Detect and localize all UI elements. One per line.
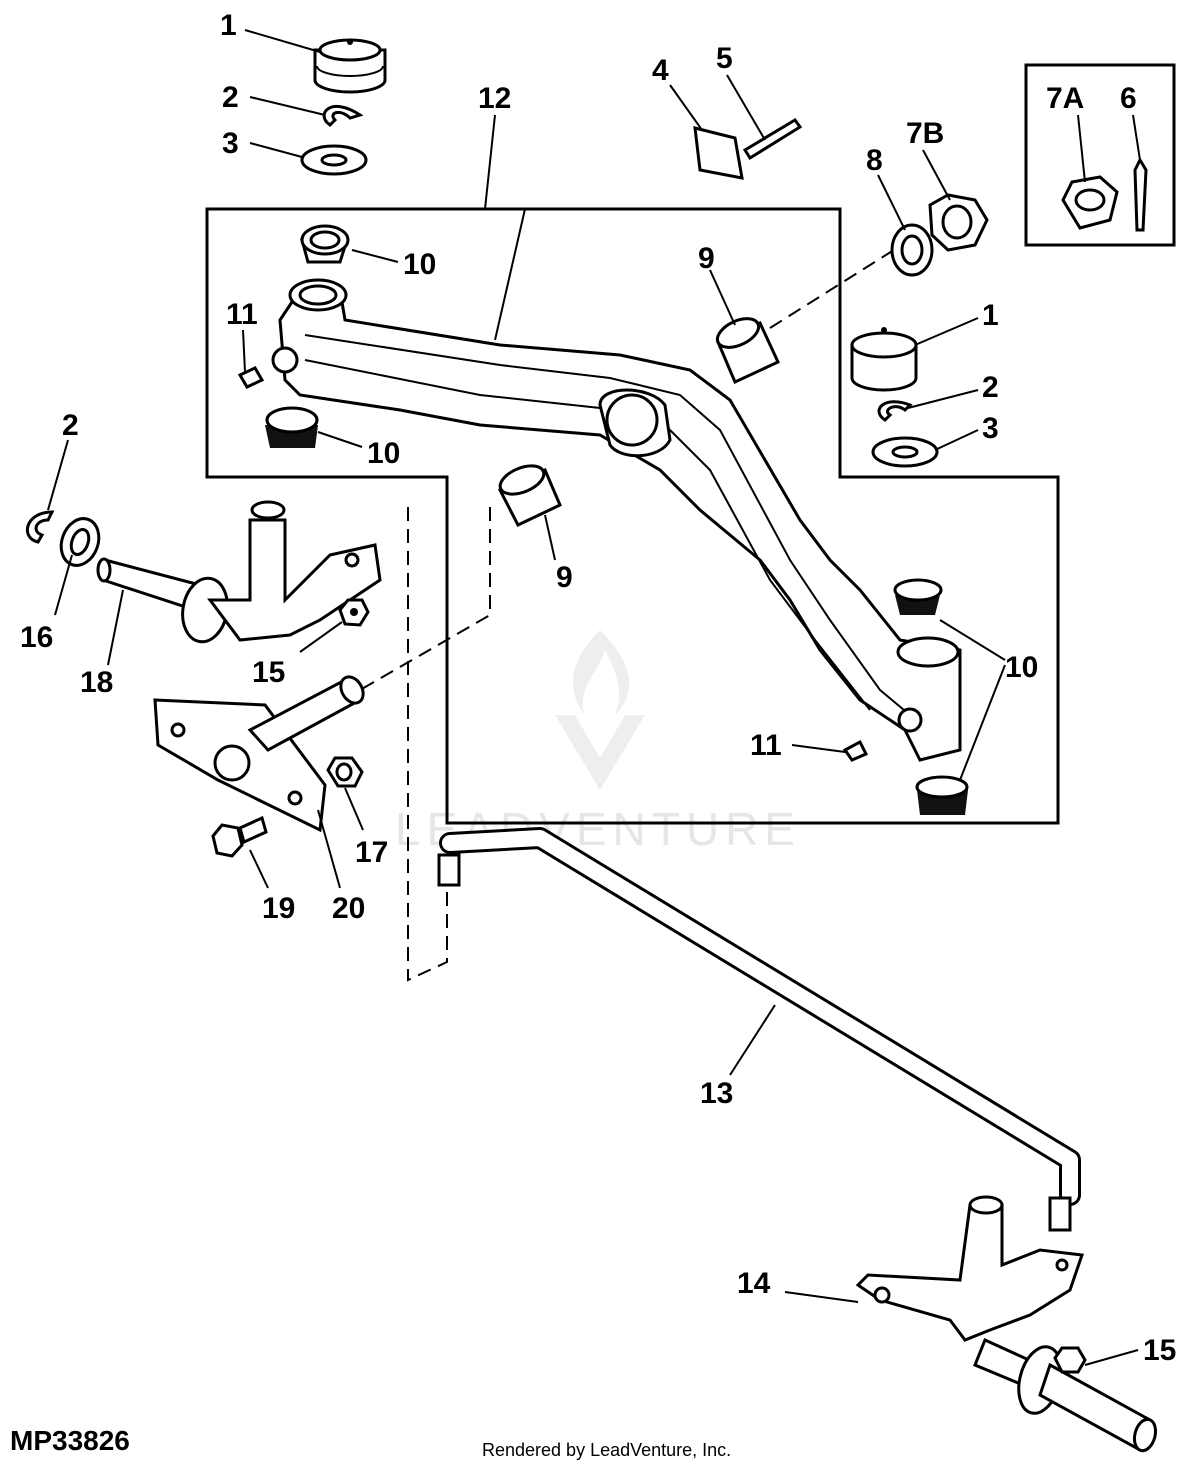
part-grease-fitting-left xyxy=(237,366,265,389)
part-nut-right xyxy=(1053,1346,1087,1374)
callout-11-left: 11 xyxy=(226,298,258,331)
part-bushing-right-bottom xyxy=(915,775,969,815)
watermark-v-icon xyxy=(555,715,645,790)
part-cotter-pin xyxy=(1133,156,1148,232)
callout-3-right: 3 xyxy=(982,412,999,445)
callout-14: 14 xyxy=(737,1267,771,1300)
part-nut-17 xyxy=(326,756,364,788)
callout-13: 13 xyxy=(700,1077,733,1110)
leader-lines xyxy=(47,29,1141,1366)
callout-labels: 1 2 3 4 5 12 7A 6 7B 8 10 9 11 1 2 3 10 … xyxy=(20,9,1176,1367)
part-e-clip-left xyxy=(26,510,55,544)
callout-11-right: 11 xyxy=(750,729,782,762)
part-sleeve-right xyxy=(715,317,780,385)
part-castle-nut xyxy=(1061,175,1119,230)
callout-17: 17 xyxy=(355,836,388,869)
part-washer-top xyxy=(300,144,368,176)
dashed-lines xyxy=(359,242,906,982)
part-bushing-top-left xyxy=(300,224,350,264)
callout-7a: 7A xyxy=(1046,82,1084,115)
callout-4: 4 xyxy=(652,54,669,87)
part-cap-top xyxy=(313,38,387,94)
part-nut-left xyxy=(338,598,370,627)
part-spindle-right xyxy=(855,1195,1158,1453)
part-bushing-right-top xyxy=(893,578,943,615)
callout-2-right: 2 xyxy=(982,371,999,404)
part-grease-fitting-right xyxy=(842,739,869,762)
callout-18: 18 xyxy=(80,666,113,699)
footer-credit: Rendered by LeadVenture, Inc. xyxy=(482,1440,731,1460)
part-washer-left xyxy=(59,517,101,567)
part-washer-right xyxy=(871,436,939,468)
callout-9-right: 9 xyxy=(698,242,715,275)
part-e-clip-top xyxy=(322,104,364,127)
part-spindle-left xyxy=(96,500,382,644)
callout-1-right: 1 xyxy=(982,299,999,332)
callout-2-top: 2 xyxy=(222,81,239,114)
callout-16: 16 xyxy=(20,621,53,654)
callout-10-mid: 10 xyxy=(367,437,400,470)
part-bushing-bottom-left xyxy=(265,406,319,448)
part-washer-8 xyxy=(890,223,934,277)
callout-12: 12 xyxy=(478,82,511,115)
diagram-id: MP33826 xyxy=(10,1425,130,1456)
callout-1-top: 1 xyxy=(220,9,237,42)
callout-5: 5 xyxy=(716,42,733,75)
callout-10-top: 10 xyxy=(403,248,436,281)
callout-2-left: 2 xyxy=(62,409,79,442)
callout-3-top: 3 xyxy=(222,127,239,160)
callout-20: 20 xyxy=(332,892,365,925)
part-pin-top xyxy=(742,118,803,161)
part-tie-rod xyxy=(437,827,1081,1232)
part-pivot-plate xyxy=(153,675,365,833)
part-cap-right xyxy=(850,327,918,392)
callout-10-right: 10 xyxy=(1005,651,1038,684)
part-axle-beam xyxy=(271,278,962,762)
assembly-frame xyxy=(205,207,1060,825)
callout-19: 19 xyxy=(262,892,295,925)
callout-9-left: 9 xyxy=(556,561,573,594)
inset-frame xyxy=(1024,63,1176,247)
callout-15-left: 15 xyxy=(252,656,285,689)
watermark: LEADVENTURE xyxy=(395,630,795,855)
callout-6: 6 xyxy=(1120,82,1137,115)
callout-15-right: 15 xyxy=(1143,1334,1176,1367)
part-sleeve-left xyxy=(497,464,562,527)
callout-8: 8 xyxy=(866,144,883,177)
watermark-flame-icon xyxy=(573,630,630,715)
callout-7b: 7B xyxy=(906,117,944,150)
part-e-clip-right xyxy=(877,400,913,422)
part-block xyxy=(693,126,744,180)
part-nut-7b xyxy=(928,193,989,252)
part-bolt-19 xyxy=(211,815,268,858)
